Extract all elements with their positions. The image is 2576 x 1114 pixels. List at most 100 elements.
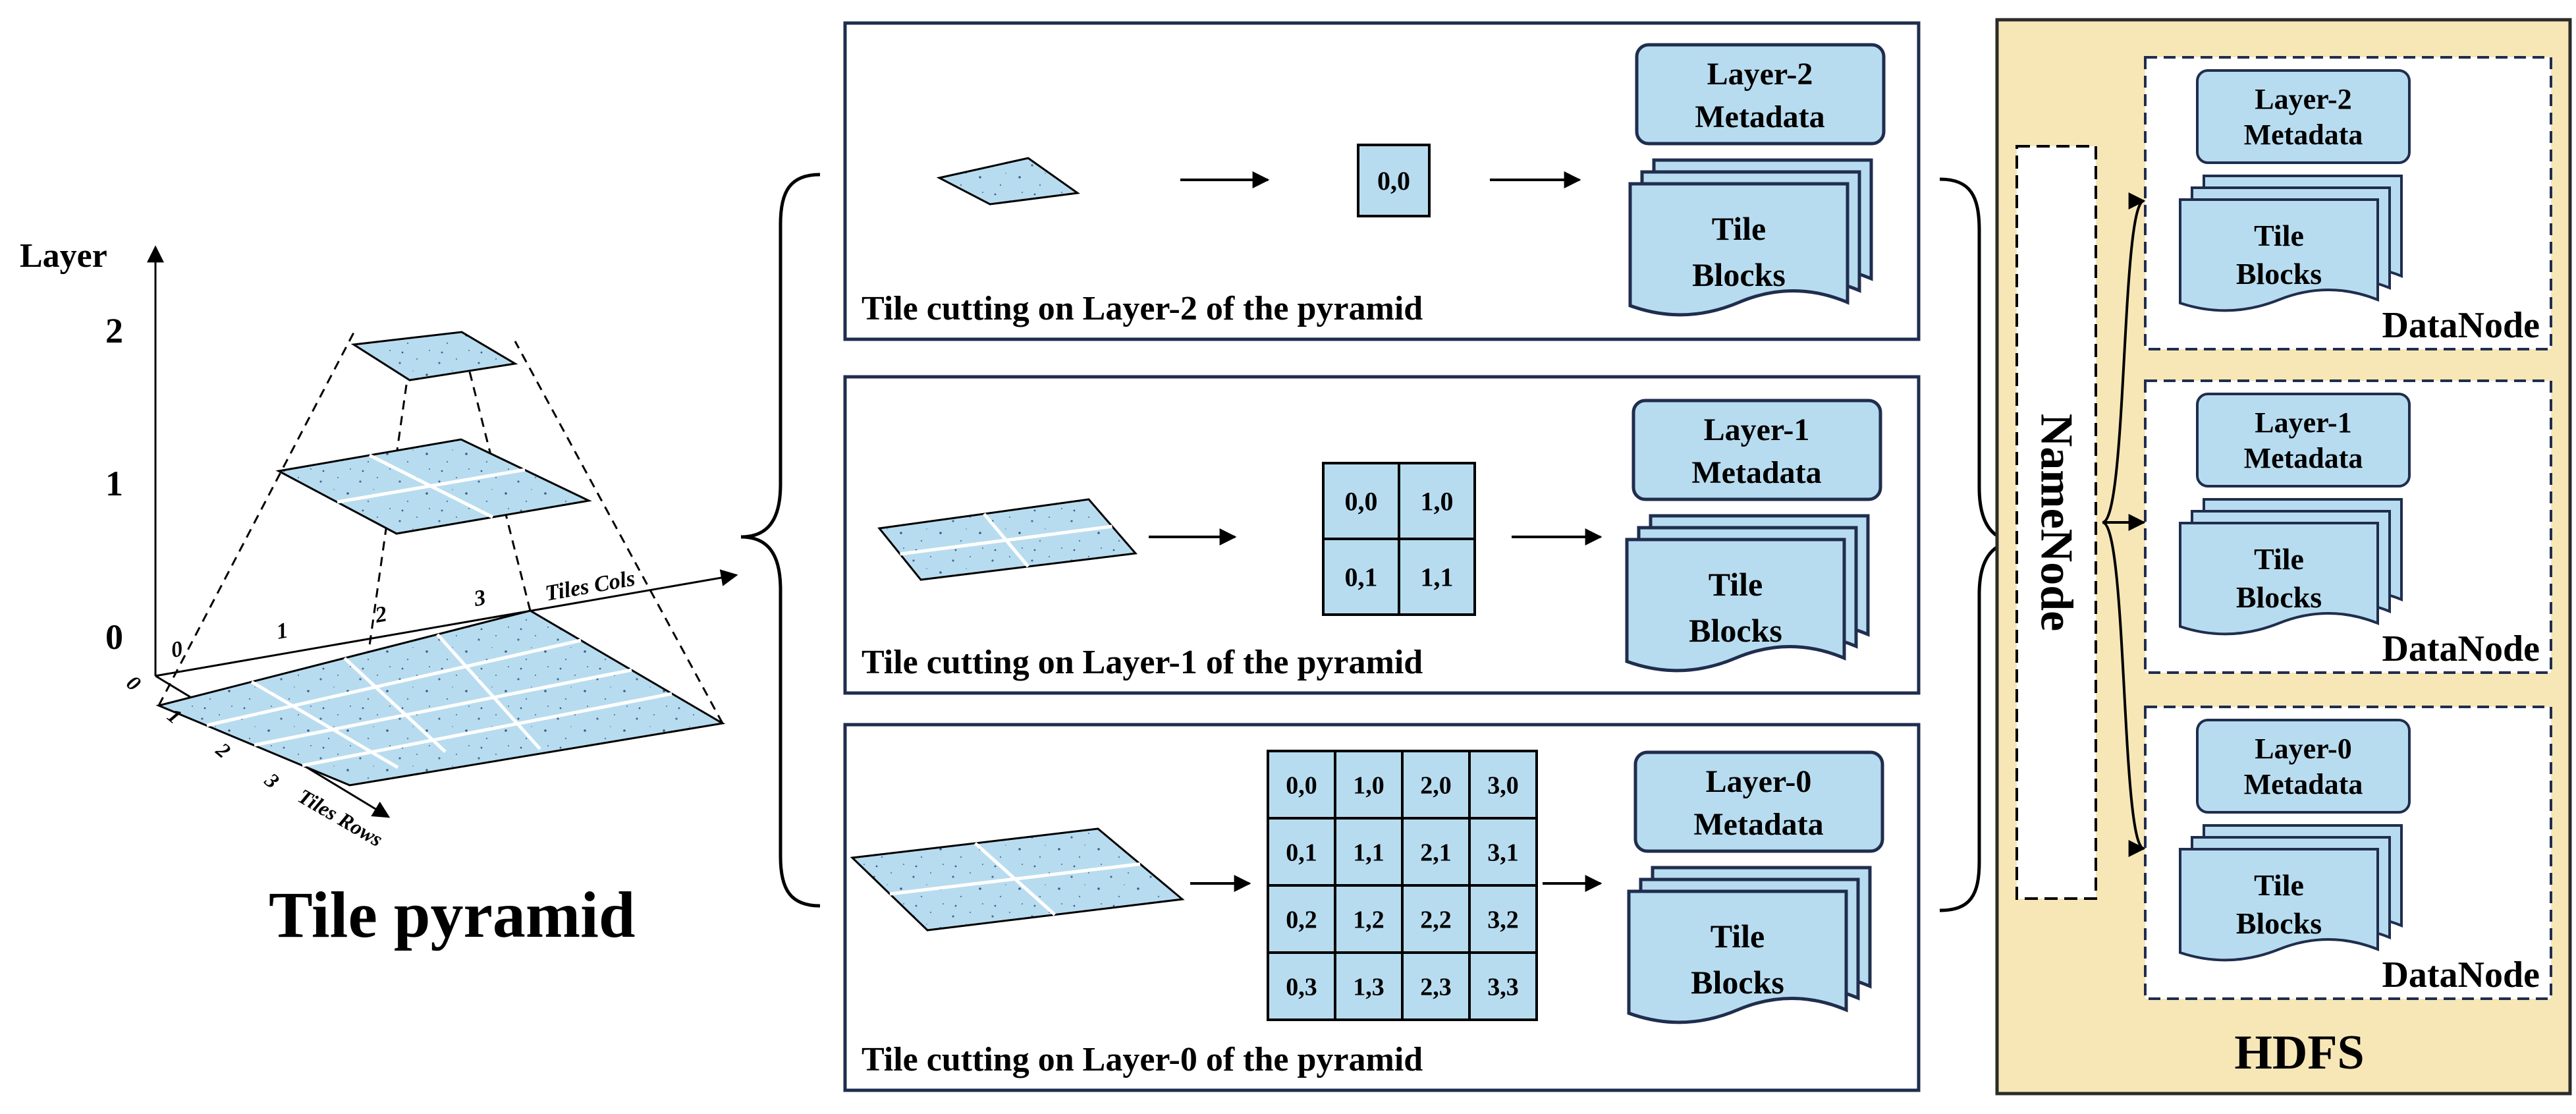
tile-pyramid bbox=[147, 245, 738, 818]
thumbnail-divider bbox=[900, 524, 1112, 556]
layer-axis-label: Layer bbox=[20, 237, 107, 275]
tile-blocks-line1: Tile bbox=[1711, 918, 1765, 955]
datanode-label: DataNode bbox=[2382, 628, 2540, 669]
pyramid-edge-left bbox=[157, 332, 355, 706]
layer-thumbnail bbox=[936, 157, 1081, 206]
tile-cell bbox=[1468, 750, 1538, 820]
metadata-box bbox=[1633, 750, 1884, 853]
tile-cell bbox=[1334, 884, 1404, 954]
tile-cell bbox=[1334, 951, 1404, 1021]
tile-cell-label: 1,1 bbox=[1353, 839, 1384, 866]
arrow-to-datanode-0 bbox=[2102, 192, 2146, 524]
left-brace bbox=[740, 173, 821, 908]
datanode-label: DataNode bbox=[2382, 305, 2540, 346]
layer-tick-0: 0 bbox=[105, 617, 123, 657]
row-tick-0: 0 bbox=[123, 671, 146, 696]
tile-cell-label: 3,0 bbox=[1487, 771, 1519, 799]
metadata-label-line2: Metadata bbox=[1691, 455, 1821, 490]
namenode-label: NameNode bbox=[2031, 414, 2082, 631]
tile-cell bbox=[1357, 144, 1431, 217]
hdfs-title: HDFS bbox=[2234, 1026, 2364, 1080]
tile-cell bbox=[1398, 462, 1476, 540]
rows-axis-label: Tiles Rows bbox=[294, 784, 387, 851]
layer-caption: Tile cutting on Layer-0 of the pyramid bbox=[862, 1041, 1423, 1078]
pyramid-layer-0-grid bbox=[206, 633, 672, 769]
datanode-blocks-line2: Blocks bbox=[2236, 906, 2322, 940]
tile-blocks-line2: Blocks bbox=[1691, 964, 1784, 1001]
col-tick-2: 2 bbox=[373, 601, 389, 628]
pyramid-layer-0 bbox=[155, 609, 726, 787]
tile-cell bbox=[1322, 538, 1400, 616]
metadata-label-line2: Metadata bbox=[1693, 807, 1823, 842]
col-tick-0: 0 bbox=[169, 636, 184, 662]
datanode-blocks-line1: Tile bbox=[2254, 542, 2304, 576]
datanode-metadata-box bbox=[2196, 393, 2411, 487]
tile-blocks-sheet bbox=[1628, 182, 1850, 317]
tile-cell-label: 0,1 bbox=[1345, 563, 1378, 592]
tile-blocks-line2: Blocks bbox=[1692, 256, 1786, 293]
pyramid-labels: Layer 2 1 0 0 1 2 3 Tiles Cols 0 1 2 3 T… bbox=[20, 237, 637, 951]
datanode-metadata-line1: Layer-0 bbox=[2255, 733, 2351, 765]
tile-cell bbox=[1401, 817, 1471, 887]
tile-cell-label: 0,0 bbox=[1377, 166, 1410, 196]
tile-cell-label: 3,3 bbox=[1487, 973, 1519, 1001]
tile-cell bbox=[1334, 817, 1404, 887]
tile-cell-label: 1,2 bbox=[1353, 906, 1384, 933]
tile-cell-label: 0,3 bbox=[1286, 973, 1317, 1001]
arrow-to-datanode-2 bbox=[2102, 521, 2146, 857]
tile-cell-label: 2,1 bbox=[1420, 839, 1452, 866]
tile-blocks-line1: Tile bbox=[1712, 210, 1766, 247]
tile-cell bbox=[1334, 750, 1404, 820]
datanode-blocks-sheet bbox=[2179, 198, 2379, 312]
datanode-metadata-box bbox=[2196, 719, 2411, 814]
tile-cell-label: 1,0 bbox=[1353, 771, 1384, 799]
metadata-box bbox=[1631, 399, 1882, 501]
datanode-metadata-line2: Metadata bbox=[2244, 119, 2363, 151]
tile-cell-label: 2,3 bbox=[1420, 973, 1452, 1001]
datanode-blocks-sheet bbox=[2179, 848, 2379, 962]
tile-cell-label: 0,0 bbox=[1345, 487, 1378, 516]
tile-cell-label: 3,2 bbox=[1487, 906, 1519, 933]
pyramid-layer-1-grid bbox=[337, 453, 526, 519]
metadata-label-line2: Metadata bbox=[1695, 99, 1824, 134]
tile-cell bbox=[1468, 884, 1538, 954]
col-tick-1: 1 bbox=[275, 618, 290, 644]
tile-cell bbox=[1267, 884, 1336, 954]
tile-cell-label: 3,1 bbox=[1487, 839, 1519, 866]
namenode-to-datanode-arrows bbox=[2102, 192, 2146, 857]
datanode-metadata-line2: Metadata bbox=[2244, 442, 2363, 474]
tile-blocks-sheet bbox=[1625, 538, 1846, 673]
tile-cell bbox=[1401, 951, 1471, 1021]
tile-blocks-line2: Blocks bbox=[1689, 612, 1782, 649]
namenode-box bbox=[2015, 145, 2097, 900]
col-tick-3: 3 bbox=[472, 585, 487, 611]
datanode-metadata-line1: Layer-1 bbox=[2255, 406, 2351, 439]
hdfs-panel: NameNode HDFS Layer-2MetadataTileBlocksD… bbox=[1995, 18, 2572, 1096]
datanode-blocks-line1: Tile bbox=[2254, 219, 2304, 252]
datanode-blocks-line1: Tile bbox=[2254, 868, 2304, 902]
tile-blocks-line1: Tile bbox=[1709, 566, 1763, 603]
tile-cell-label: 1,3 bbox=[1353, 973, 1384, 1001]
datanode-metadata-line2: Metadata bbox=[2244, 768, 2363, 800]
tile-cell-label: 0,0 bbox=[1286, 771, 1317, 799]
cols-axis bbox=[155, 569, 738, 677]
layer-tick-2: 2 bbox=[105, 311, 123, 350]
tile-cell bbox=[1401, 750, 1471, 820]
row-tick-3: 3 bbox=[260, 767, 284, 793]
datanode-label: DataNode bbox=[2382, 955, 2540, 995]
layer-caption: Tile cutting on Layer-2 of the pyramid bbox=[862, 290, 1423, 327]
tile-cell bbox=[1401, 884, 1471, 954]
thumbnail-divider bbox=[889, 862, 1141, 896]
layer-tick-1: 1 bbox=[105, 464, 123, 503]
tile-cell-label: 1,1 bbox=[1421, 563, 1454, 592]
datanode-blocks-line2: Blocks bbox=[2236, 257, 2322, 291]
metadata-label-line1: Layer-2 bbox=[1707, 57, 1813, 92]
datanode-metadata-box bbox=[2196, 69, 2411, 164]
